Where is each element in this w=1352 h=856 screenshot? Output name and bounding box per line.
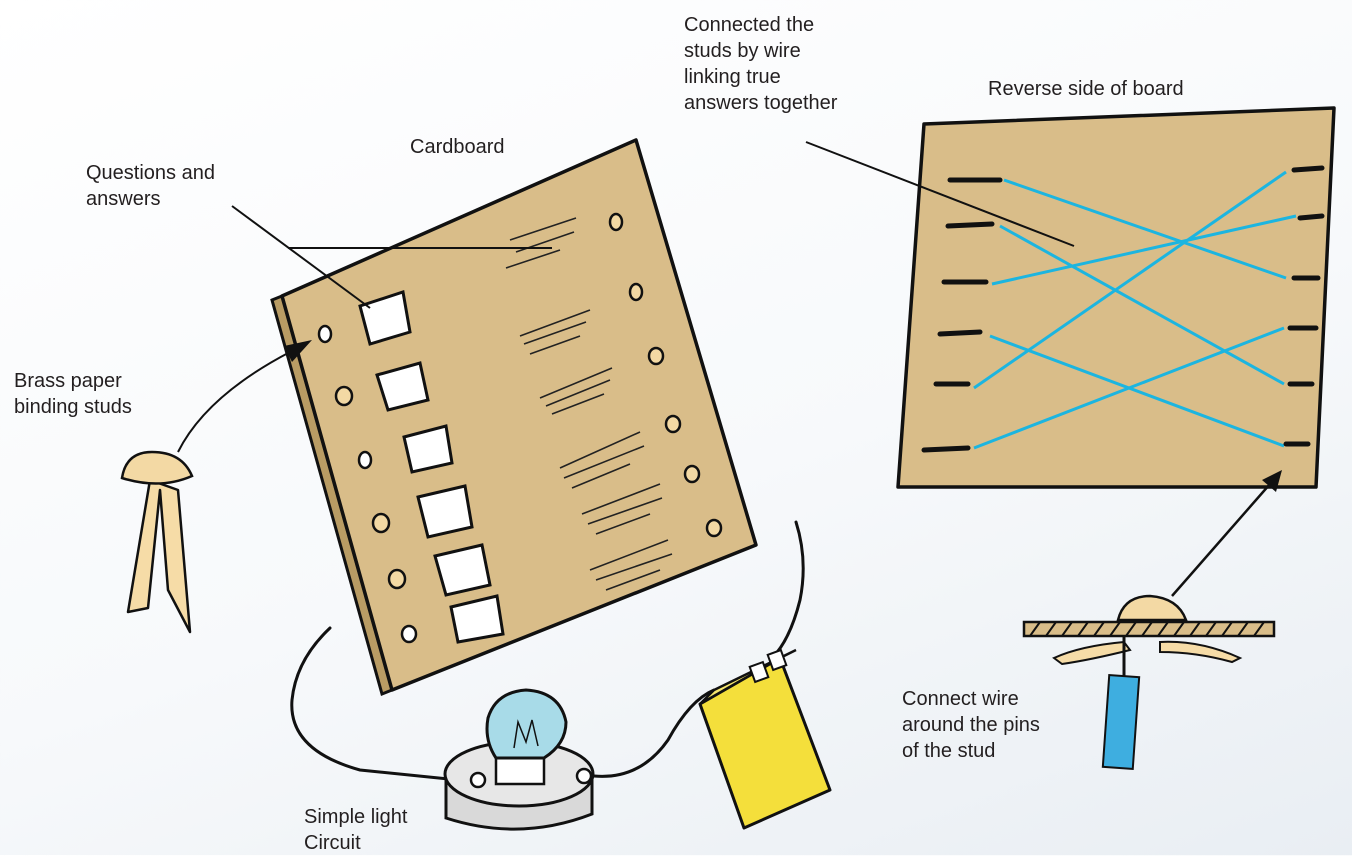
left-studs <box>317 324 418 644</box>
question-card <box>375 361 430 412</box>
stud <box>647 346 665 366</box>
question-cards <box>358 290 505 644</box>
question-card <box>402 424 454 474</box>
stud <box>357 450 373 470</box>
questions-pointer <box>231 205 552 309</box>
connected-pointer <box>805 141 1075 247</box>
wire-link <box>999 224 1285 386</box>
stud <box>387 568 407 590</box>
label-connected-studs: Connected the studs by wire linking true… <box>684 14 838 114</box>
label-reverse-side: Reverse side of board <box>988 78 1184 100</box>
reverse-board-wires <box>973 170 1297 450</box>
stud <box>705 518 723 538</box>
wire-link <box>1003 178 1287 280</box>
label-questions-answers: Questions and answers <box>86 162 215 210</box>
battery <box>698 648 832 830</box>
stud <box>371 512 391 534</box>
stud <box>628 282 644 302</box>
reverse-board <box>896 106 1336 489</box>
wire-link <box>991 214 1297 286</box>
stud <box>334 385 354 407</box>
stud <box>608 212 624 232</box>
stud <box>317 324 333 344</box>
circuit-wires <box>290 520 805 784</box>
stud-pin <box>937 329 983 337</box>
stud <box>683 464 701 484</box>
front-cardboard-board <box>270 138 758 697</box>
wire-link <box>973 170 1287 390</box>
brass-stud-illustration <box>120 450 194 634</box>
stud-pin <box>1297 213 1325 221</box>
stud-pin <box>945 221 995 229</box>
stud-pin <box>921 445 971 453</box>
stud-arrow <box>177 340 312 453</box>
stud-pin <box>1291 165 1325 173</box>
wire-link <box>973 326 1285 450</box>
light-bulb-holder <box>443 688 595 831</box>
stud <box>664 414 682 434</box>
stud-section-arrow <box>1171 470 1282 597</box>
label-cardboard: Cardboard <box>410 136 505 158</box>
reverse-board-pins <box>921 165 1325 453</box>
stud-cross-section <box>1022 594 1276 771</box>
label-brass-studs: Brass paper binding studs <box>14 370 132 418</box>
label-connect-wire: Connect wire around the pins of the stud <box>902 688 1040 762</box>
question-card <box>449 594 505 644</box>
answer-scribbles <box>505 217 673 591</box>
question-card <box>433 543 492 597</box>
right-studs <box>608 212 723 538</box>
label-simple-circuit: Simple light Circuit <box>304 806 408 854</box>
wire-link <box>989 334 1285 448</box>
question-card <box>358 290 412 346</box>
question-card <box>416 484 474 539</box>
stud <box>400 624 418 644</box>
